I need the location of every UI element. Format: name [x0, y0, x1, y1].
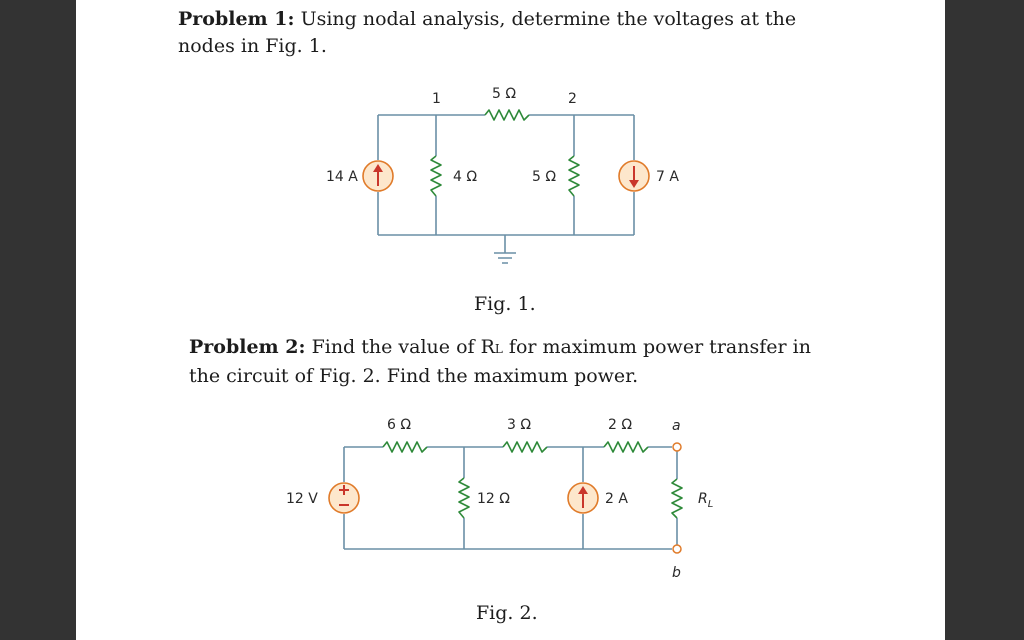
problem-2-pre: Find the value of R — [311, 336, 495, 358]
ground-icon — [494, 235, 516, 264]
fig2-r3-label: 2 Ω — [608, 417, 632, 433]
fig2-resistor-3ohm — [502, 441, 548, 453]
fig1-resistor-top — [484, 109, 530, 121]
fig1-rleft-label: 4 Ω — [453, 169, 477, 185]
fig1-source-left-label: 14 A — [326, 169, 358, 185]
fig2-current-label: 2 A — [605, 491, 628, 507]
fig1-caption: Fig. 1. — [474, 293, 536, 315]
fig2-resistor-load — [671, 478, 683, 519]
problem-1-line1: Using nodal analysis, determine the volt… — [300, 8, 797, 30]
fig2-r1-label: 6 Ω — [387, 417, 411, 433]
fig2-voltage-label: 12 V — [286, 491, 318, 507]
fig1-arrowhead-down-icon — [629, 180, 639, 188]
fig1-node2-label: 2 — [568, 91, 577, 107]
fig2-caption: Fig. 2. — [476, 602, 538, 624]
fig1-rright-label: 5 Ω — [532, 169, 556, 185]
problem-2-label: Problem 2: — [189, 336, 306, 358]
fig2-arrowhead-up-icon — [578, 486, 588, 494]
fig1-node1-label: 1 — [432, 91, 441, 107]
problem-1-label: Problem 1: — [178, 8, 295, 30]
problem-2-text: Problem 2: Find the value of RL for maxi… — [189, 334, 811, 390]
problem-2-line2: the circuit of Fig. 2. Find the maximum … — [189, 365, 639, 387]
document-page — [76, 0, 945, 640]
fig2-load-label-main: R — [698, 491, 708, 507]
fig1-resistor-5ohm-vertical — [568, 155, 580, 197]
terminal-b-icon — [672, 544, 682, 554]
fig2-resistor-12ohm — [458, 477, 470, 519]
fig1-rtop-label: 5 Ω — [492, 86, 516, 102]
problem-1-line2: nodes in Fig. 1. — [178, 35, 327, 57]
fig1-source-right-label: 7 A — [656, 169, 679, 185]
plus-minus-icon — [339, 485, 349, 506]
fig1-arrowhead-up-icon — [373, 164, 383, 172]
fig2-resistor-2ohm — [603, 441, 649, 453]
fig2-load-label-sub: L — [708, 499, 714, 510]
fig2-rmid-label: 12 Ω — [477, 491, 510, 507]
fig2-voltage-source — [328, 482, 360, 514]
terminal-a-icon — [672, 442, 682, 452]
fig1-resistor-4ohm — [430, 155, 442, 197]
fig2-r2-label: 3 Ω — [507, 417, 531, 433]
fig2-load-label: RL — [698, 491, 713, 510]
fig2-circuit: 6 Ω 3 Ω 2 Ω 12 Ω 12 V 2 A a b RL — [286, 417, 713, 581]
fig1-circuit: 1 2 5 Ω 4 Ω 5 Ω 14 A 7 A — [326, 86, 679, 264]
problem-2-post: for maximum power transfer in — [502, 336, 811, 358]
fig2-terminal-b-label: b — [672, 565, 681, 581]
problem-1-text: Problem 1: Using nodal analysis, determi… — [178, 6, 796, 60]
fig2-resistor-6ohm — [382, 441, 428, 453]
fig2-terminal-a-label: a — [672, 418, 681, 434]
problem-2-sub: L — [494, 342, 503, 356]
